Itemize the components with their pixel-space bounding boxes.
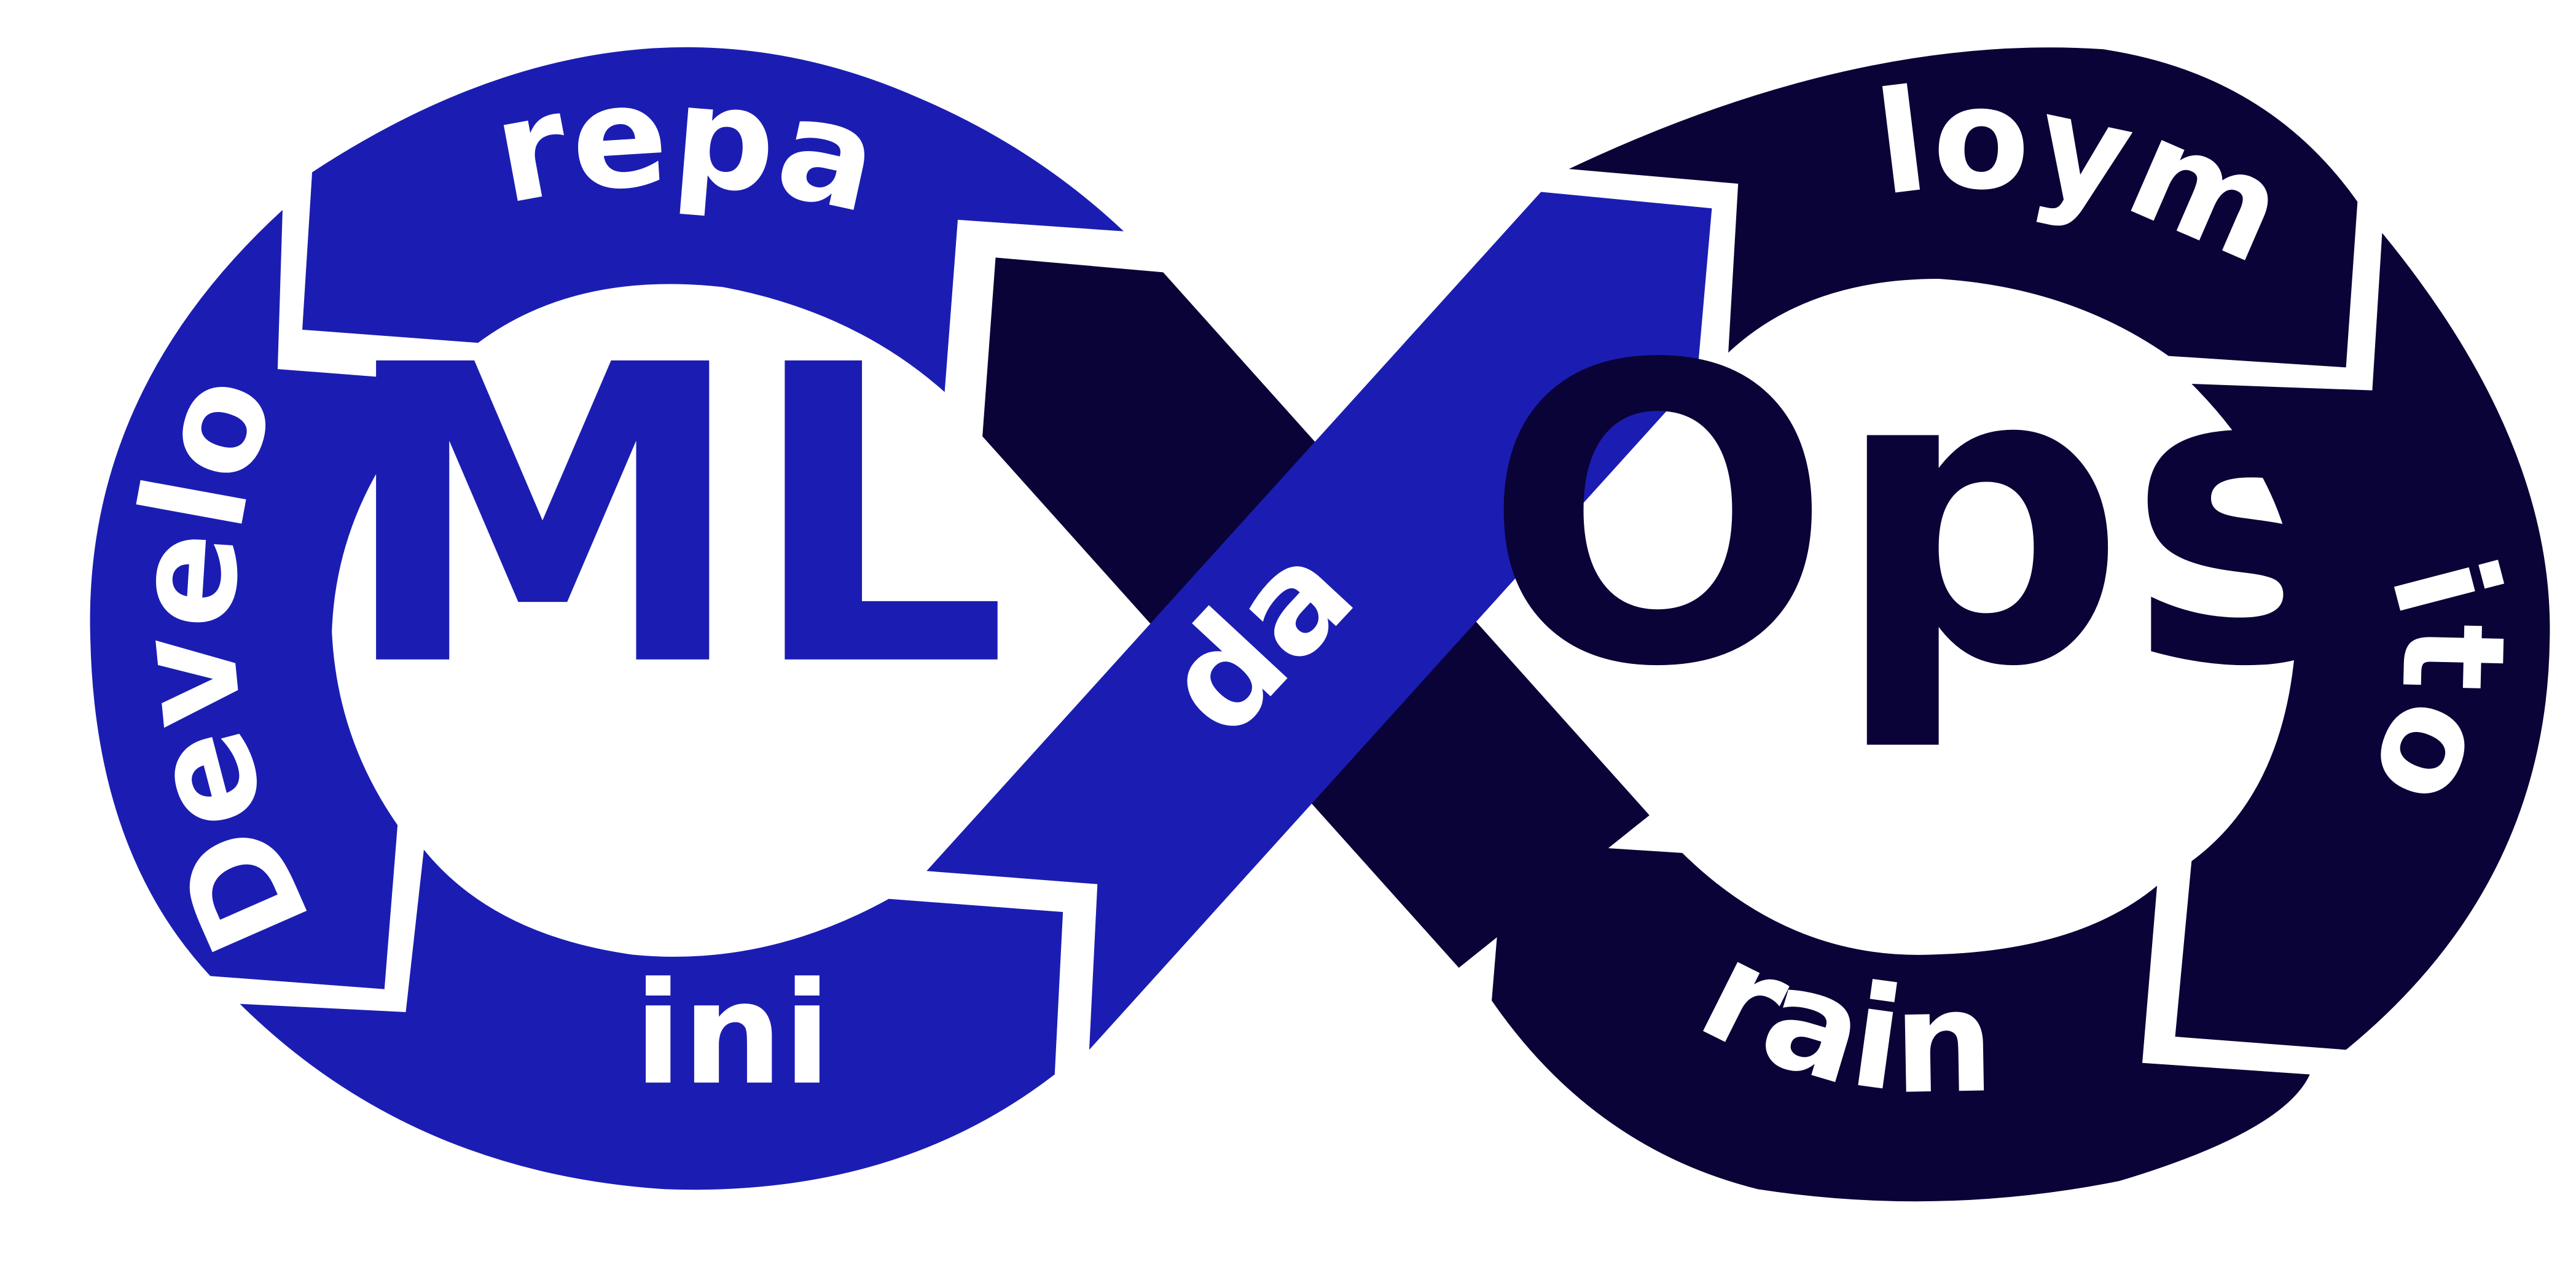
- center-label-ml: ML: [339, 279, 1009, 757]
- segment-monitoring: [2175, 233, 2550, 1050]
- segment-validation: [926, 192, 1712, 1050]
- ops-loop: [982, 47, 2550, 1202]
- segment-data-preparation: [302, 47, 1124, 392]
- segment-deployment: [1568, 47, 2358, 368]
- segment-training: [240, 849, 1063, 1190]
- segment-model-development: [90, 209, 447, 989]
- ml-loop: [90, 47, 1712, 1190]
- center-label-ops: Ops: [1483, 279, 2371, 757]
- segment-retraining: [1492, 841, 2310, 1202]
